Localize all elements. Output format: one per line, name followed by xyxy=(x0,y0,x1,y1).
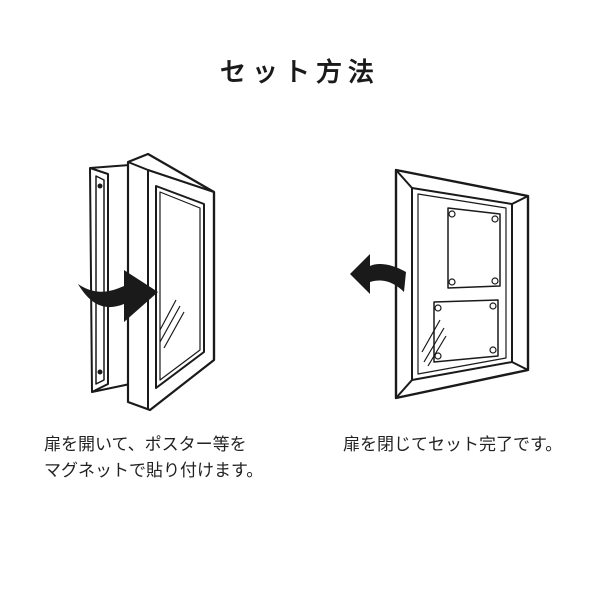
open-frame-illustration xyxy=(89,152,216,412)
step-2-caption: 扉を閉じてセット完了です。 xyxy=(343,432,593,458)
step-1-caption-line: 扉を開いて、ポスター等を xyxy=(44,435,247,455)
page-title: セット方法 xyxy=(219,58,380,88)
arrow-right-icon xyxy=(78,270,158,322)
step-2-caption-line: 扉を閉じてセット完了です。 xyxy=(343,435,563,455)
step-1-caption-line: マグネットで貼り付けます。 xyxy=(44,461,264,481)
closed-frame-illustration xyxy=(394,168,530,400)
arrow-left-icon xyxy=(350,254,406,294)
step-1-caption: 扉を開いて、ポスター等を マグネットで貼り付けます。 xyxy=(44,432,294,484)
